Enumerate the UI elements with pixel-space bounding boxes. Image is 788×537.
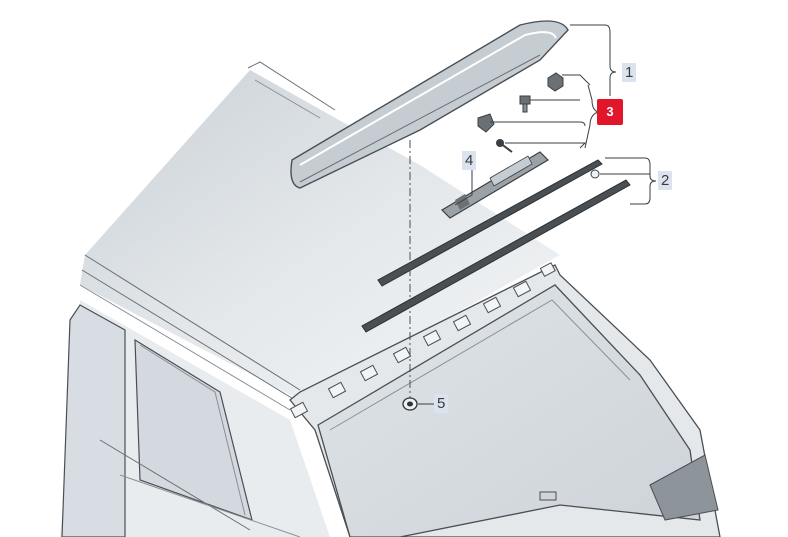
callout-3-selected[interactable]: 3 — [597, 99, 623, 125]
leader-lines — [418, 24, 657, 405]
callout-1[interactable]: 1 — [622, 63, 637, 82]
brake-light-part[interactable] — [441, 151, 549, 219]
callout-5[interactable]: 5 — [434, 394, 449, 413]
seal-strip-part[interactable] — [361, 159, 631, 333]
spoiler-part[interactable] — [290, 20, 569, 189]
grommet-icon[interactable] — [402, 397, 418, 411]
callout-2[interactable]: 2 — [658, 171, 673, 190]
fastener-bolt-icon[interactable] — [519, 95, 531, 113]
fastener-screw-icon[interactable] — [496, 139, 513, 153]
fastener-nut-icon[interactable] — [547, 72, 564, 92]
vehicle-body — [60, 61, 721, 537]
callout-4[interactable]: 4 — [462, 151, 477, 170]
fastener-clip-icon[interactable] — [477, 113, 495, 133]
